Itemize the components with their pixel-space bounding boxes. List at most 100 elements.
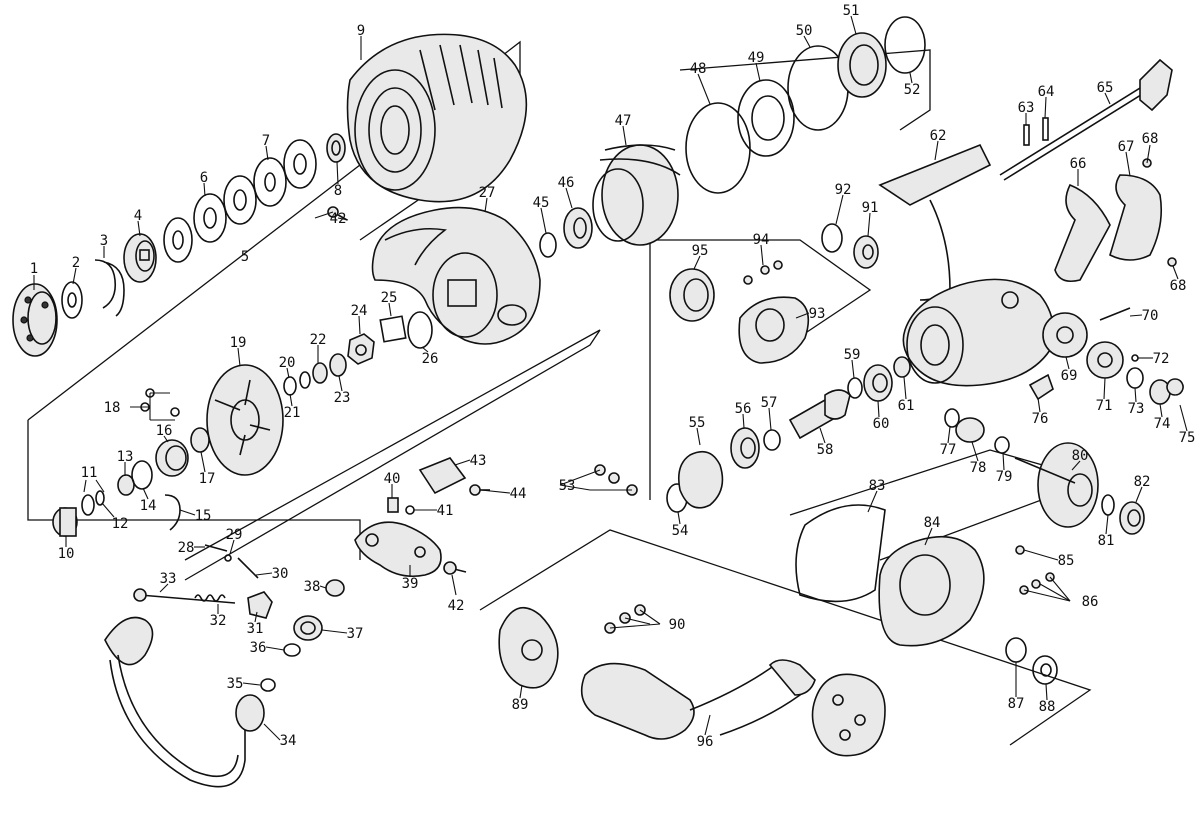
group-leader-7 bbox=[559, 484, 591, 491]
callout-9: 9 bbox=[357, 23, 365, 39]
callout-69: 69 bbox=[1061, 368, 1078, 384]
callout-71: 71 bbox=[1096, 398, 1113, 414]
callout-5: 5 bbox=[241, 249, 249, 265]
callout-90: 90 bbox=[669, 617, 686, 633]
callout-29: 29 bbox=[226, 527, 243, 543]
callout-78: 78 bbox=[970, 460, 987, 476]
callout-36: 36 bbox=[250, 640, 267, 656]
leader-57 bbox=[768, 407, 772, 431]
callout-76: 76 bbox=[1032, 411, 1049, 427]
callout-52: 52 bbox=[904, 82, 921, 98]
callout-32: 32 bbox=[210, 613, 227, 629]
callout-81: 81 bbox=[1098, 533, 1115, 549]
leader-76 bbox=[1037, 397, 1041, 413]
leader-68-second bbox=[1172, 265, 1179, 280]
leader-91 bbox=[867, 212, 871, 237]
group-leader-15 bbox=[1146, 144, 1151, 164]
leader-16 bbox=[163, 435, 169, 443]
group-leader-11 bbox=[624, 617, 651, 625]
part-96-drawing bbox=[580, 659, 886, 757]
callout-82: 82 bbox=[1134, 474, 1151, 490]
leader-60 bbox=[877, 400, 880, 418]
callout-25: 25 bbox=[381, 290, 398, 306]
callout-11: 11 bbox=[81, 465, 98, 481]
leader-27 bbox=[484, 197, 488, 213]
callout-89: 89 bbox=[512, 697, 529, 713]
leader-48 bbox=[697, 73, 711, 105]
group-leader-9 bbox=[639, 609, 661, 625]
callout-33: 33 bbox=[160, 571, 177, 587]
callout-28: 28 bbox=[178, 540, 195, 556]
leader-92 bbox=[835, 194, 844, 225]
callout-43: 43 bbox=[470, 453, 487, 469]
group-leader-17 bbox=[314, 211, 334, 219]
leader-17 bbox=[200, 451, 206, 473]
callout-64: 64 bbox=[1038, 84, 1055, 100]
callout-37: 37 bbox=[347, 626, 364, 642]
leader-95 bbox=[693, 255, 701, 270]
leader-61 bbox=[903, 376, 907, 400]
callout-21: 21 bbox=[284, 405, 301, 421]
leader-25 bbox=[388, 302, 392, 317]
callout-42-second: 42 bbox=[330, 211, 347, 227]
part-58-drawing bbox=[788, 389, 851, 440]
leader-20 bbox=[286, 367, 290, 379]
parts bbox=[12, 16, 1184, 788]
callout-58: 58 bbox=[817, 442, 834, 458]
callout-79: 79 bbox=[996, 469, 1013, 485]
callout-66: 66 bbox=[1070, 156, 1087, 172]
leader-82 bbox=[1135, 486, 1143, 503]
callout-34: 34 bbox=[280, 733, 297, 749]
callout-22: 22 bbox=[310, 332, 327, 348]
leader-38 bbox=[319, 585, 327, 589]
leader-80 bbox=[1071, 460, 1081, 471]
leader-34 bbox=[263, 723, 281, 741]
leader-33 bbox=[159, 583, 169, 593]
callout-1: 1 bbox=[30, 261, 38, 277]
leader-81 bbox=[1105, 514, 1109, 535]
leader-62 bbox=[934, 140, 939, 161]
callout-39: 39 bbox=[402, 576, 419, 592]
callout-35: 35 bbox=[227, 676, 244, 692]
callout-41: 41 bbox=[437, 503, 454, 519]
leader-56 bbox=[742, 413, 745, 429]
leader-58 bbox=[819, 427, 826, 444]
callout-19: 19 bbox=[230, 335, 247, 351]
leader-43 bbox=[454, 459, 471, 466]
leader-59 bbox=[851, 359, 855, 379]
callout-42: 42 bbox=[448, 598, 465, 614]
leader-67 bbox=[1125, 151, 1131, 177]
leader-45 bbox=[540, 207, 547, 234]
leader-88 bbox=[1045, 683, 1048, 701]
leader-70 bbox=[1129, 314, 1143, 317]
callout-18: 18 bbox=[104, 400, 121, 416]
leader-30 bbox=[255, 572, 273, 576]
callout-86: 86 bbox=[1082, 594, 1099, 610]
leader-49 bbox=[755, 62, 761, 82]
leader-35 bbox=[242, 682, 261, 686]
leader-96 bbox=[704, 714, 711, 736]
leader-54 bbox=[677, 511, 681, 525]
leader-24 bbox=[358, 315, 361, 335]
leader-15 bbox=[179, 509, 196, 516]
leader-44 bbox=[480, 489, 511, 494]
callout-91: 91 bbox=[862, 200, 879, 216]
leader-89 bbox=[519, 684, 523, 699]
leader-85 bbox=[1023, 549, 1059, 561]
leader-79 bbox=[1002, 452, 1005, 471]
callout-51: 51 bbox=[843, 3, 860, 19]
part-47-drawing bbox=[592, 144, 681, 246]
callout-53: 53 bbox=[559, 478, 576, 494]
leader-75 bbox=[1179, 404, 1188, 432]
callout-83: 83 bbox=[869, 478, 886, 494]
callout-85: 85 bbox=[1058, 553, 1075, 569]
callout-3: 3 bbox=[100, 233, 108, 249]
part-19-drawing bbox=[206, 364, 284, 476]
leader-51 bbox=[850, 15, 857, 35]
leader-14 bbox=[142, 487, 149, 500]
leader-29 bbox=[229, 539, 235, 555]
callout-17: 17 bbox=[199, 471, 216, 487]
callout-87: 87 bbox=[1008, 696, 1025, 712]
callout-75: 75 bbox=[1179, 430, 1196, 446]
